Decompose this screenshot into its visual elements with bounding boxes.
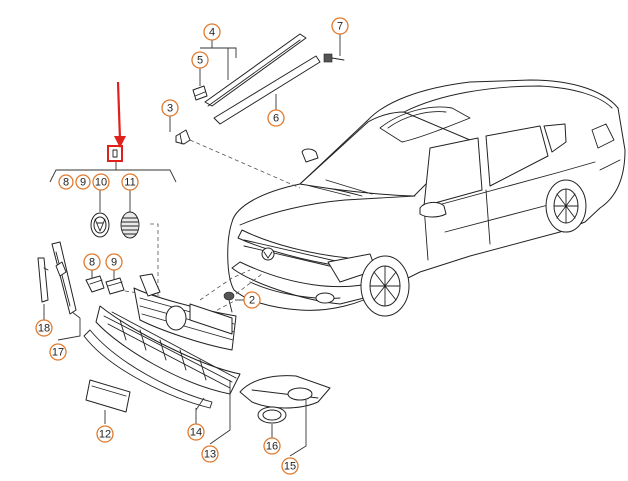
callout-16: 16 xyxy=(263,437,281,455)
callout-12-text: 12 xyxy=(99,429,111,441)
callout-8b: 8 xyxy=(83,253,101,271)
callout-17-text: 17 xyxy=(52,347,64,359)
side-strip-part-18 xyxy=(37,257,49,303)
callout-5: 5 xyxy=(191,51,209,69)
callout-8a-text: 8 xyxy=(63,177,69,189)
callout-14-text: 14 xyxy=(190,427,202,439)
callout-3: 3 xyxy=(161,99,179,117)
callout-12: 12 xyxy=(96,425,114,443)
emblem-part-10 xyxy=(90,212,110,238)
callout-8b-text: 8 xyxy=(89,257,95,269)
callout-14: 14 xyxy=(187,423,205,441)
callout-9b: 9 xyxy=(105,253,123,271)
callout-4: 4 xyxy=(203,23,221,41)
callout-11-text: 11 xyxy=(124,177,135,189)
bracket-part-3 xyxy=(175,129,191,145)
callout-16-text: 16 xyxy=(266,441,278,453)
callout-9a-text: 9 xyxy=(80,177,86,189)
highlight-annotation xyxy=(107,81,126,162)
callout-10-text: 10 xyxy=(95,177,107,189)
callout-4-text: 4 xyxy=(209,27,215,39)
callout-10: 10 xyxy=(92,173,110,191)
license-plate-part-12 xyxy=(85,379,131,413)
lower-trim-strip xyxy=(83,329,213,409)
screw-part-7 xyxy=(323,53,345,63)
callout-11: 11 xyxy=(121,173,139,191)
radiator-grille xyxy=(133,273,237,351)
callout-18: 18 xyxy=(35,319,53,337)
callout-2-text: 2 xyxy=(249,295,255,307)
callout-8a: 8 xyxy=(58,174,74,190)
callout-6: 6 xyxy=(267,109,285,127)
callout-leader-lines xyxy=(43,34,341,457)
emblem-mount-part-11 xyxy=(120,211,140,239)
roof-trim-strips xyxy=(204,33,321,125)
callout-2: 2 xyxy=(243,291,261,309)
car-illustration xyxy=(227,79,626,317)
callout-6-text: 6 xyxy=(273,113,279,125)
callout-labels: 1 2 3 4 5 6 7 8 xyxy=(35,17,349,475)
fog-ring-part-16 xyxy=(257,406,287,424)
callout-9b-text: 9 xyxy=(111,257,117,269)
callout-5-text: 5 xyxy=(197,55,203,67)
callout-7: 7 xyxy=(331,17,349,35)
callout-13-text: 13 xyxy=(204,449,216,461)
grille-clip-part-8 xyxy=(85,275,105,293)
callout-18-text: 18 xyxy=(38,323,50,335)
bolt-part-2 xyxy=(223,291,235,313)
callout-15-text: 15 xyxy=(284,461,296,473)
grille-clip-part-9 xyxy=(105,277,125,295)
lower-grille-part-14 xyxy=(95,305,241,395)
side-strip-part-17 xyxy=(51,241,77,315)
fog-cover-part-15 xyxy=(239,375,331,409)
callout-9a: 9 xyxy=(75,174,91,190)
callout-3-text: 3 xyxy=(167,103,173,115)
callout-13: 13 xyxy=(201,445,219,463)
clip-part-5 xyxy=(192,85,208,101)
callout-7-text: 7 xyxy=(337,21,343,33)
callout-15: 15 xyxy=(281,457,299,475)
callout-17: 17 xyxy=(49,343,67,361)
